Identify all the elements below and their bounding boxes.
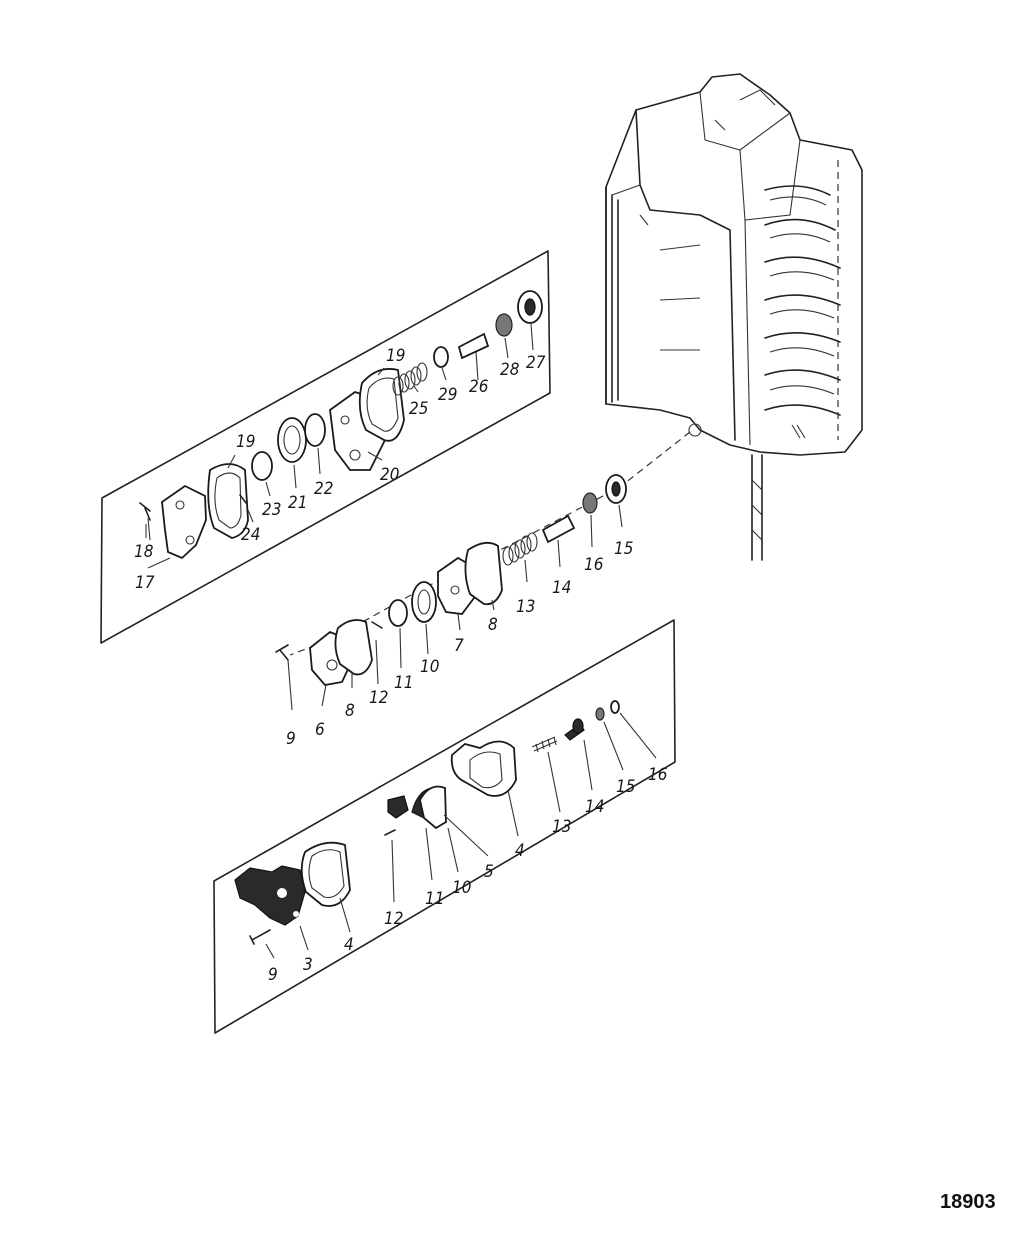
- callout-12-lower: 12: [384, 909, 403, 929]
- callout-9-middle: 9: [286, 729, 296, 749]
- upper-panel: [100, 250, 551, 644]
- callout-5: 5: [484, 862, 494, 882]
- callout-15-middle: 15: [614, 539, 633, 559]
- callout-13-lower: 13: [552, 817, 571, 837]
- callout-15-lower: 15: [616, 777, 635, 797]
- middle-parts-group: [275, 474, 627, 711]
- callout-3: 3: [303, 955, 313, 975]
- callout-21: 21: [288, 493, 307, 513]
- middle-group-labels: 9 6 8 12 11 10 7 8 13 14 16 15: [286, 539, 633, 749]
- callout-4-left: 4: [344, 935, 354, 955]
- callout-19-upper: 19: [386, 346, 405, 366]
- callout-25: 25: [409, 399, 428, 419]
- callout-12-middle: 12: [369, 688, 388, 708]
- callout-16-middle: 16: [584, 555, 604, 575]
- callout-14-middle: 14: [552, 578, 571, 598]
- lower-panel-labels: 9 3 4 12 11 10 5 4 13 14 15 16: [268, 765, 668, 985]
- callout-8-right: 8: [488, 615, 498, 635]
- lower-panel: [213, 619, 676, 1034]
- engine-block-drawing: [605, 73, 863, 561]
- callout-10-middle: 10: [420, 657, 439, 677]
- callout-10-lower: 10: [452, 878, 471, 898]
- callout-6: 6: [315, 720, 325, 740]
- upper-panel-labels: 17 18 24 19 23 21 22 20 19 25 29 26 28 2…: [134, 346, 546, 593]
- figure-number: 18903: [940, 1191, 996, 1213]
- callout-28: 28: [500, 360, 520, 380]
- callout-9-lower: 9: [268, 965, 278, 985]
- callout-29: 29: [438, 385, 457, 405]
- callout-4-right: 4: [515, 841, 525, 861]
- callout-18: 18: [134, 542, 154, 562]
- callout-22: 22: [314, 479, 333, 499]
- callout-7: 7: [454, 636, 464, 656]
- callout-27: 27: [526, 353, 546, 373]
- callout-11-lower: 11: [425, 889, 444, 909]
- callout-11-middle: 11: [394, 673, 413, 693]
- callout-23: 23: [262, 500, 281, 520]
- callout-19-lower: 19: [236, 432, 255, 452]
- callout-16-lower: 16: [648, 765, 668, 785]
- callout-20: 20: [380, 465, 399, 485]
- callout-13-middle: 13: [516, 597, 535, 617]
- callout-26: 26: [469, 377, 489, 397]
- callout-8-left: 8: [345, 701, 355, 721]
- callout-14-lower: 14: [585, 797, 604, 817]
- callout-17: 17: [135, 573, 155, 593]
- callout-24: 24: [241, 525, 260, 545]
